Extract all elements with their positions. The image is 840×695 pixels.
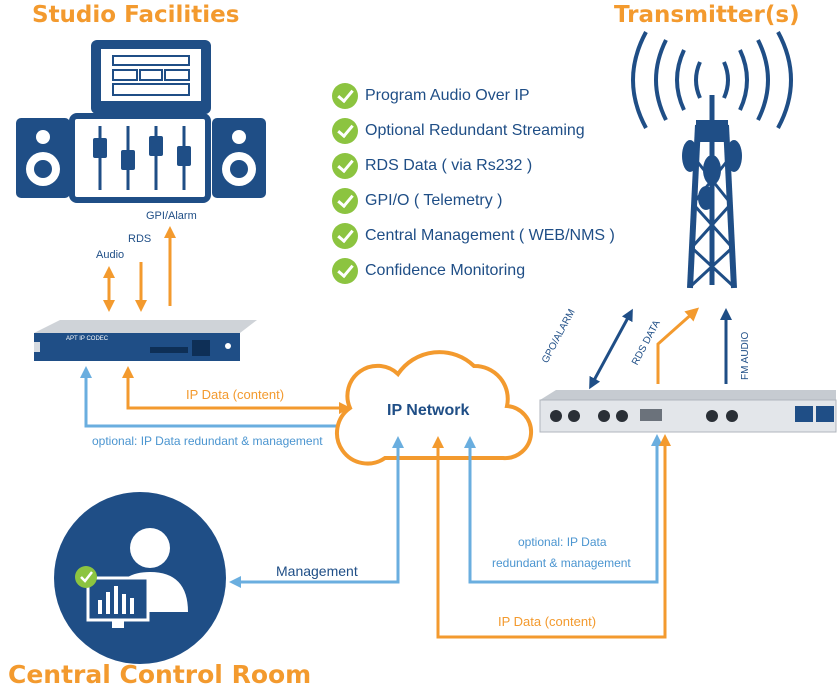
studio-optional-label: optional: IP Data redundant & management xyxy=(92,434,323,448)
check-icon xyxy=(332,187,358,214)
check-icon xyxy=(332,82,358,109)
right-speaker-icon xyxy=(212,118,266,198)
tx-optional-label-line1: optional: IP Data xyxy=(518,535,607,549)
computer-monitor-icon xyxy=(91,40,211,124)
ip-network-label: IP Network xyxy=(387,402,470,419)
check-icon xyxy=(332,257,358,284)
management-link xyxy=(229,436,404,588)
feature-label: GPI/O ( Telemetry ) xyxy=(365,191,503,209)
rds-data-arrow xyxy=(656,307,700,384)
feature-item: GPI/O ( Telemetry ) xyxy=(332,183,615,218)
check-icon xyxy=(332,152,358,179)
tx-optional-label-line2: redundant & management xyxy=(492,556,631,570)
audio-label: Audio xyxy=(96,249,125,261)
transmitter-tower-icon xyxy=(631,31,793,289)
feature-item: RDS Data ( via Rs232 ) xyxy=(332,148,615,183)
codec-device-label: APT IP CODEC xyxy=(66,336,109,342)
management-label: Management xyxy=(276,563,358,579)
check-icon xyxy=(332,117,358,144)
feature-item: Optional Redundant Streaming xyxy=(332,113,615,148)
gpi-alarm-label: GPI/Alarm xyxy=(146,210,197,222)
feature-item: Program Audio Over IP xyxy=(332,78,615,113)
feature-item: Confidence Monitoring xyxy=(332,253,615,288)
tx-optional-link xyxy=(464,434,663,584)
feature-label: Optional Redundant Streaming xyxy=(365,121,585,139)
feature-label: Central Management ( WEB/NMS ) xyxy=(365,226,615,244)
studio-optional-link xyxy=(80,366,351,432)
fm-audio-label: FM AUDIO xyxy=(740,331,751,380)
transmitters-heading: Transmitter(s) xyxy=(614,2,800,28)
left-speaker-icon xyxy=(16,118,70,198)
tx-ip-data-label: IP Data (content) xyxy=(498,614,597,629)
studio-facilities-heading: Studio Facilities xyxy=(32,2,240,28)
gpo-alarm-arrow xyxy=(589,308,633,390)
transmitter-codec-device xyxy=(539,390,837,433)
studio-codec-device xyxy=(34,320,257,361)
mixer-console-icon xyxy=(69,113,211,203)
rds-label: RDS xyxy=(128,233,152,245)
feature-label: RDS Data ( via Rs232 ) xyxy=(365,156,533,174)
check-icon xyxy=(332,222,358,249)
feature-label: Program Audio Over IP xyxy=(365,86,530,104)
feature-item: Central Management ( WEB/NMS ) xyxy=(332,218,615,253)
control-room-icon xyxy=(54,492,226,664)
central-control-room-heading: Central Control Room xyxy=(8,660,312,689)
feature-label: Confidence Monitoring xyxy=(365,261,526,279)
tx-ip-data-link xyxy=(432,434,671,639)
feature-list: Program Audio Over IP Optional Redundant… xyxy=(332,78,615,288)
studio-ip-data-label: IP Data (content) xyxy=(186,387,285,402)
